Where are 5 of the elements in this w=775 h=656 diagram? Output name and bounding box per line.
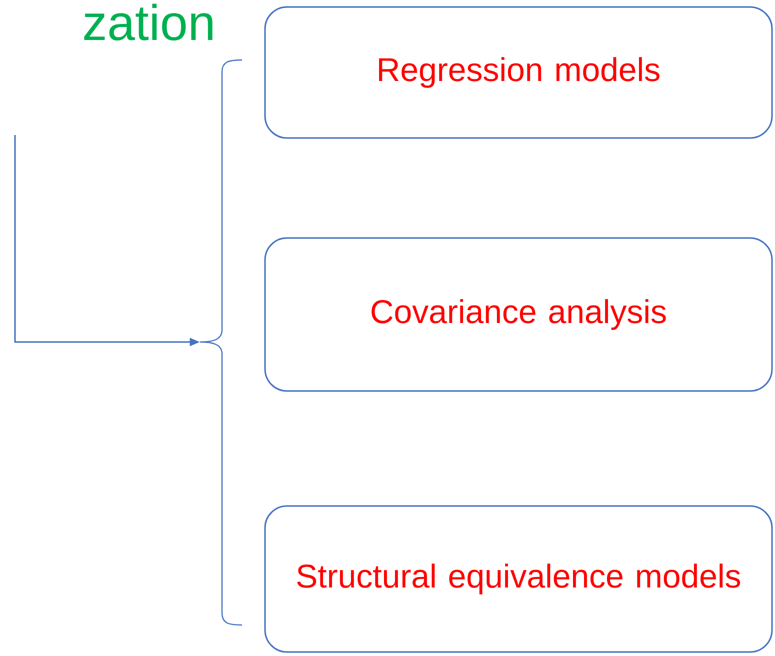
process-box: Covariance analysis: [264, 237, 773, 392]
heading-fragment: zation: [84, 4, 212, 40]
process-box: Regression models: [264, 6, 773, 139]
curly-brace: [199, 59, 242, 626]
process-box: Structural equivalence models: [264, 505, 773, 653]
